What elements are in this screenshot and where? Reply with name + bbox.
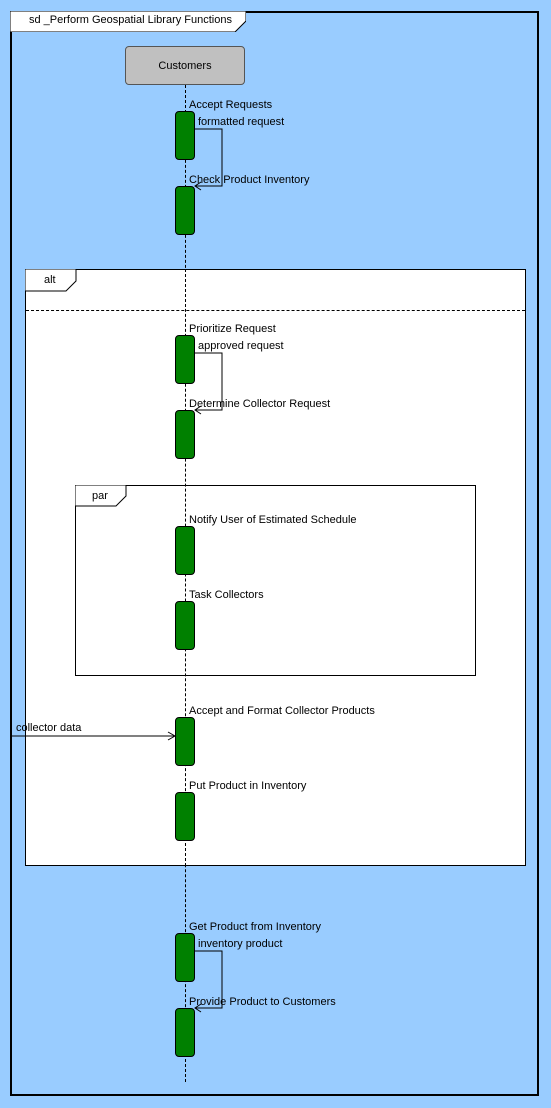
activation-bar[interactable]: [175, 335, 195, 384]
diagram-title: sd _Perform Geospatial Library Functions: [29, 14, 232, 26]
lifeline-customers[interactable]: Customers: [125, 46, 245, 85]
message-label: Notify User of Estimated Schedule: [189, 514, 357, 526]
par-fragment[interactable]: par: [75, 485, 476, 676]
activation-bar[interactable]: [175, 601, 195, 650]
arrowhead-icon: [194, 405, 202, 415]
message-label: Put Product in Inventory: [189, 780, 307, 792]
alt-fragment-tab: [25, 269, 77, 292]
self-message-arrow: [195, 950, 223, 1009]
alt-guard-separator: [26, 310, 525, 311]
activation-bar[interactable]: [175, 111, 195, 160]
lifeline-label: Customers: [158, 59, 212, 72]
self-message-arrow: [195, 352, 223, 411]
activation-bar[interactable]: [175, 717, 195, 766]
message-label: formatted request: [198, 116, 285, 128]
message-label: Provide Product to Customers: [189, 996, 336, 1008]
arrowhead-icon: [167, 731, 177, 741]
diagram-frame: [10, 11, 539, 1096]
message-label: Accept Requests: [189, 99, 273, 111]
activation-bar[interactable]: [175, 410, 195, 459]
message-label: inventory product: [198, 938, 283, 950]
activation-bar[interactable]: [175, 186, 195, 235]
arrowhead-icon: [194, 181, 202, 191]
message-label: Determine Collector Request: [189, 398, 331, 410]
message-label: approved request: [198, 340, 284, 352]
message-label: Check Product Inventory: [189, 174, 310, 186]
message-label: Prioritize Request: [189, 323, 276, 335]
diagram-title-tab: [10, 11, 246, 32]
par-fragment-tab: [75, 485, 127, 507]
message-label: Task Collectors: [189, 589, 264, 601]
par-label: par: [92, 490, 108, 502]
message-label: Get Product from Inventory: [189, 921, 322, 933]
message-label: collector data: [16, 722, 82, 734]
activation-bar[interactable]: [175, 1008, 195, 1057]
activation-bar[interactable]: [175, 792, 195, 841]
alt-label: alt: [44, 274, 56, 286]
message-label: Accept and Format Collector Products: [189, 705, 375, 717]
activation-bar[interactable]: [175, 933, 195, 982]
arrowhead-icon: [194, 1003, 202, 1013]
self-message-arrow: [195, 128, 223, 187]
activation-bar[interactable]: [175, 526, 195, 575]
